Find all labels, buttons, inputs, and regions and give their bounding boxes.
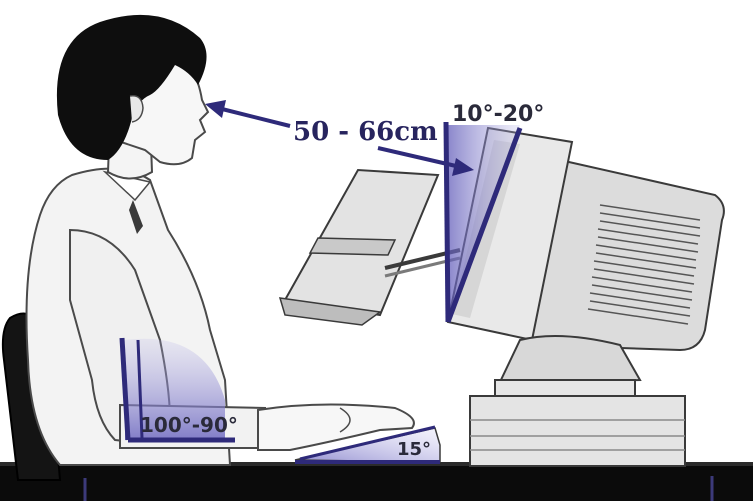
keyboard-angle-label: 15° — [397, 439, 431, 460]
monitor-tilt-label: 10°-20° — [452, 102, 544, 127]
elbow-angle-label: 100°-90° — [140, 413, 238, 437]
desk — [0, 462, 753, 501]
eye-distance-label: 50 - 66cm — [293, 117, 438, 147]
document-holder — [280, 170, 460, 325]
computer-case — [470, 396, 685, 466]
